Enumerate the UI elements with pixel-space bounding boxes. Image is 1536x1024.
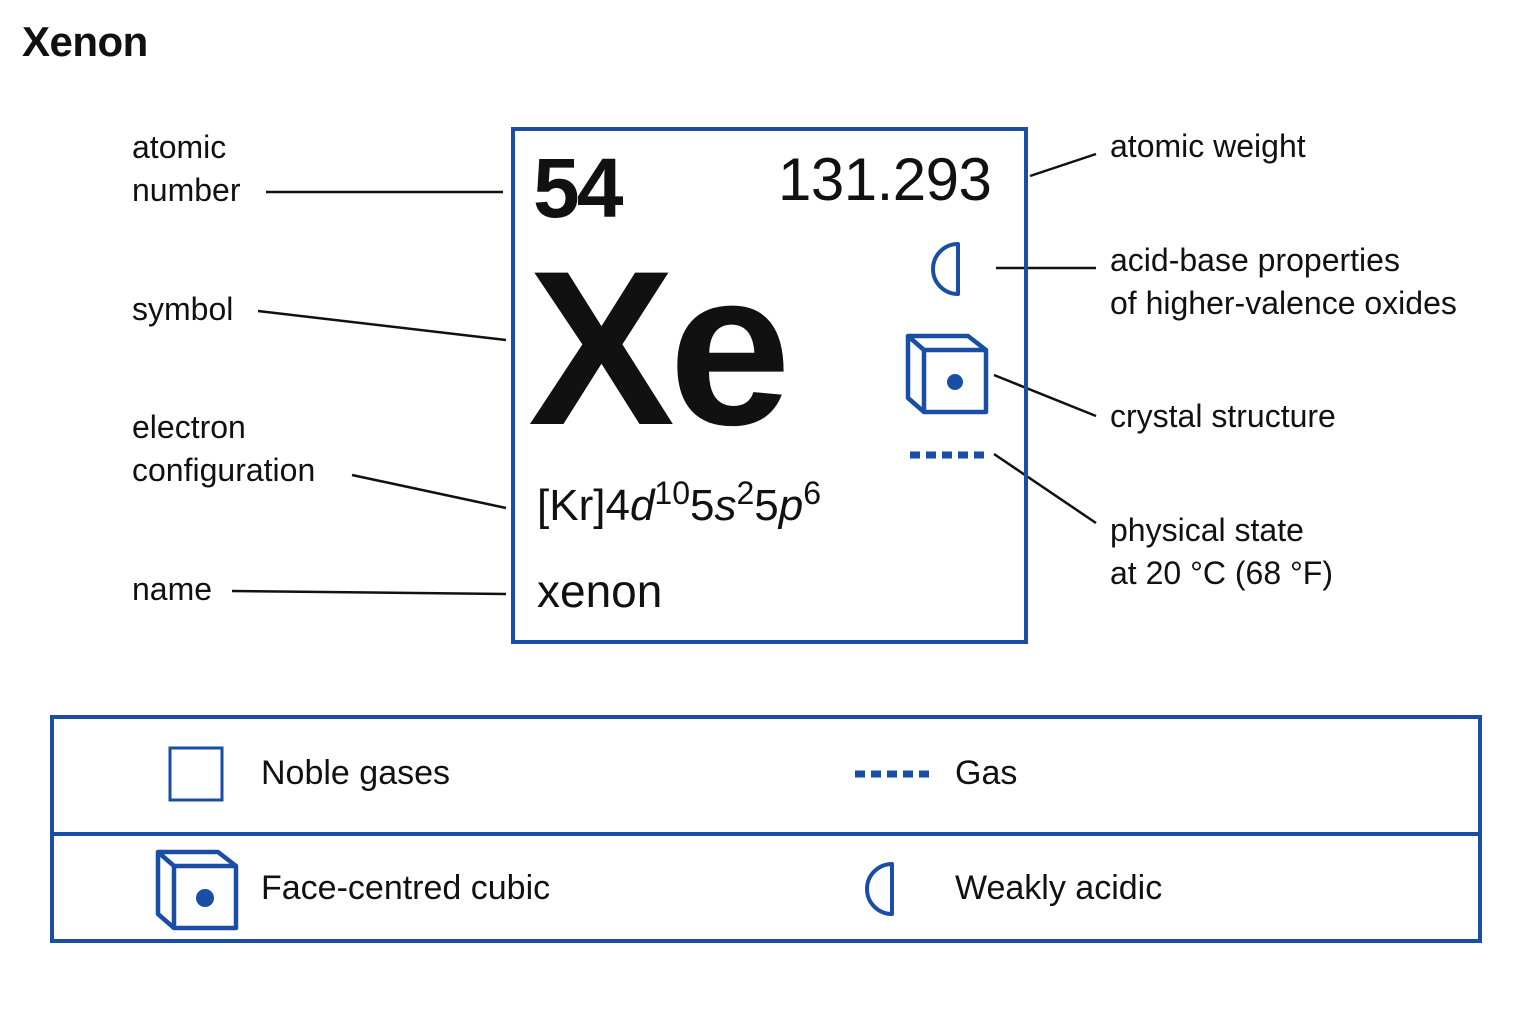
legend-label-weakly-acidic: Weakly acidic xyxy=(955,869,1163,907)
legend-divider xyxy=(54,832,1478,836)
half-circle-icon xyxy=(931,242,960,296)
legend-label-face-centred-cubic: Face-centred cubic xyxy=(261,869,551,907)
cube-with-face-dot-icon xyxy=(155,849,239,931)
label-acid-base: acid-base properties of higher-valence o… xyxy=(1110,242,1457,321)
leader-physical-state xyxy=(993,452,1097,525)
electron-configuration: [Kr]4d105s25p6 xyxy=(537,475,822,530)
legend xyxy=(50,715,1482,943)
leader-name xyxy=(231,589,507,596)
element-name: xenon xyxy=(537,565,663,617)
leader-crystal-structure xyxy=(993,373,1097,418)
element-tile xyxy=(511,127,1028,644)
legend-label-noble-gases: Noble gases xyxy=(261,754,451,792)
label-atomic-weight: atomic weight xyxy=(1110,128,1306,164)
half-circle-icon xyxy=(865,862,894,916)
label-physical-state: physical state at 20 °C (68 °F) xyxy=(1110,512,1333,591)
label-name: name xyxy=(132,571,213,607)
label-symbol: symbol xyxy=(132,291,234,327)
atomic-number: 54 xyxy=(533,141,623,235)
atomic-weight: 131.293 xyxy=(778,146,992,213)
leader-atomic-weight xyxy=(1029,152,1097,178)
empty-square-icon xyxy=(168,746,224,802)
label-atomic-number: atomic number xyxy=(132,129,241,208)
dashed-line-icon xyxy=(855,770,931,778)
dashed-line-icon xyxy=(910,451,986,459)
page-title: Xenon xyxy=(22,18,148,65)
cube-with-face-dot-icon xyxy=(905,333,989,415)
legend-label-gas: Gas xyxy=(955,754,1018,792)
leader-electron-configuration xyxy=(351,473,507,510)
leader-symbol xyxy=(257,309,507,342)
label-crystal-structure: crystal structure xyxy=(1110,398,1336,434)
label-electron-configuration: electron configuration xyxy=(132,409,316,488)
element-symbol: Xe xyxy=(528,225,791,471)
